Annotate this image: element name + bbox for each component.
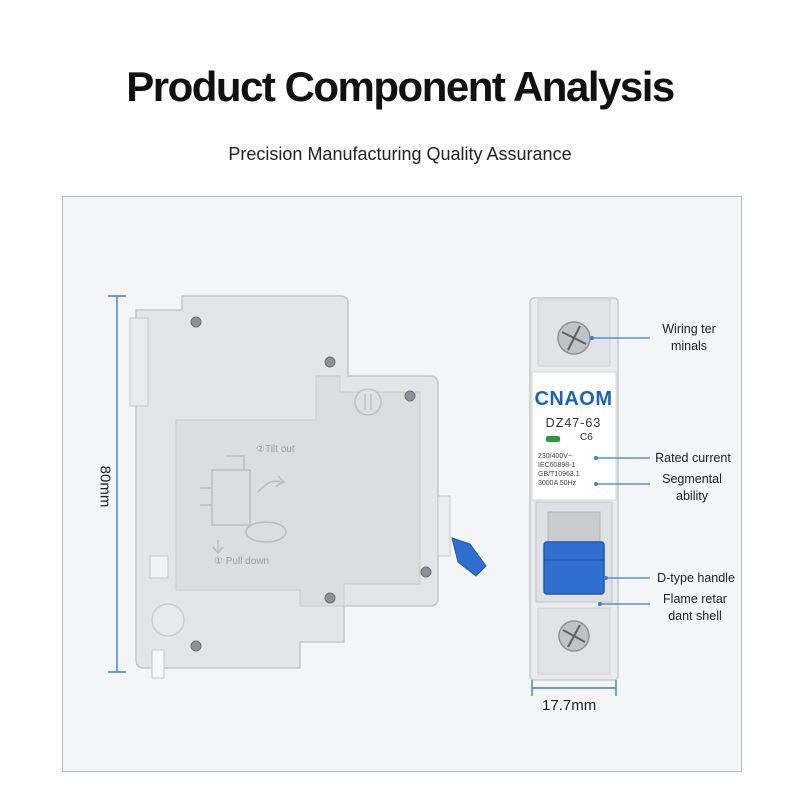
pull-down-text: ① Pull down bbox=[214, 556, 270, 567]
status-indicator bbox=[546, 436, 560, 442]
side-handle-base bbox=[437, 495, 451, 557]
callout-rated-current: Rated current bbox=[655, 451, 731, 465]
width-dimension-label: 17.7mm bbox=[542, 697, 597, 714]
spec-line: 230/400V~ bbox=[538, 453, 573, 460]
model-number: DZ47-63 bbox=[545, 416, 602, 430]
callout-d-type-handle: D-type handle bbox=[657, 571, 735, 585]
callout-dots bbox=[590, 336, 608, 606]
d-type-handle bbox=[543, 541, 605, 595]
din-clip-tab bbox=[151, 649, 165, 679]
din-clip bbox=[149, 555, 169, 579]
brand-logo-text: CNAOM bbox=[534, 388, 613, 410]
side-view-breaker bbox=[108, 295, 487, 679]
height-dimension-line bbox=[108, 295, 126, 673]
spec-line: 3000A 50Hz bbox=[538, 480, 577, 487]
side-handle-lever bbox=[451, 537, 487, 577]
front-label bbox=[531, 371, 617, 501]
height-dimension-label: 80mm bbox=[96, 465, 114, 508]
side-inner-panel bbox=[175, 375, 421, 607]
install-diagram-icon bbox=[200, 455, 287, 555]
spec-line: IEC60898-1 bbox=[538, 462, 576, 469]
front-view-breaker bbox=[529, 297, 619, 696]
callout-lines bbox=[592, 337, 650, 605]
page-subtitle: Precision Manufacturing Quality Assuranc… bbox=[228, 144, 572, 164]
side-round-window bbox=[354, 388, 382, 416]
din-rail-notch bbox=[129, 317, 149, 407]
tilt-out-text: ②Tilt out bbox=[256, 444, 295, 455]
width-dimension-line bbox=[531, 680, 617, 696]
side-lower-hole bbox=[151, 603, 185, 637]
rivet-group bbox=[190, 316, 432, 652]
page-title: Product Component Analysis bbox=[126, 63, 675, 110]
spec-line: GB/T10963.1 bbox=[538, 471, 580, 478]
current-rating: C6 bbox=[580, 432, 593, 443]
